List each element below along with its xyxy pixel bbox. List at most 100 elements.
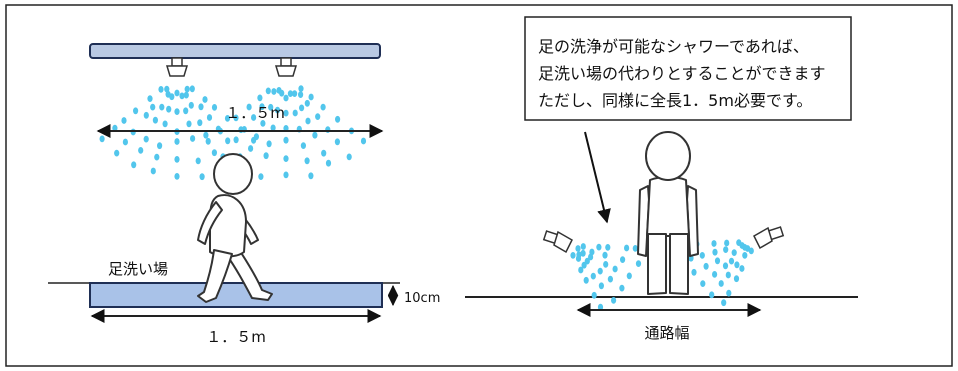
water-droplet [265, 87, 271, 95]
water-droplet [605, 244, 611, 251]
water-droplet [712, 271, 718, 278]
water-droplet [612, 265, 618, 273]
water-droplet [166, 105, 172, 113]
water-droplet [158, 86, 164, 93]
water-droplet [133, 107, 139, 115]
water-droplet [581, 261, 587, 269]
water-droplet [183, 91, 189, 99]
water-droplet [624, 244, 630, 252]
spray-droplets-floor-left [570, 243, 642, 311]
water-droplet [725, 271, 731, 279]
water-droplet [165, 90, 171, 98]
water-droplet [739, 265, 745, 272]
water-droplet [233, 136, 239, 144]
water-droplet [619, 284, 625, 292]
nozzle-left [165, 57, 189, 77]
water-droplet [147, 95, 153, 102]
water-droplet [138, 147, 144, 154]
water-droplet [620, 256, 626, 263]
water-droplet [305, 117, 311, 125]
water-droplet [266, 140, 272, 148]
note-line-1: 足の洗浄が可能なシャワーであれば、 [538, 37, 809, 56]
note-line-2: 足洗い場の代わりとすることができます [538, 64, 826, 83]
water-droplet [321, 149, 327, 157]
water-droplet [632, 245, 638, 252]
overhead-pipe [89, 43, 381, 59]
water-droplet [591, 291, 597, 299]
water-droplet [122, 138, 128, 146]
water-droplet [588, 253, 594, 261]
water-droplet [179, 92, 185, 100]
top-width-label: １．５m [225, 104, 285, 122]
water-droplet [626, 272, 632, 280]
water-droplet [724, 239, 730, 247]
water-droplet [152, 116, 158, 124]
water-droplet [731, 249, 737, 256]
water-droplet [287, 90, 293, 97]
depth-label: 10cm [404, 291, 440, 306]
water-droplet [174, 173, 180, 180]
water-droplet [308, 172, 314, 180]
water-droplet [283, 155, 289, 163]
water-droplet [211, 149, 217, 157]
water-droplet [162, 120, 168, 128]
water-droplet [709, 291, 715, 299]
water-droplet [258, 173, 264, 181]
spray-droplets-floor-right [682, 239, 754, 307]
spray-droplets-right [205, 85, 367, 181]
water-droplet [346, 153, 352, 161]
water-droplet [723, 246, 729, 254]
water-droplet [714, 257, 721, 265]
water-droplet [699, 252, 705, 259]
water-droplet [274, 106, 281, 114]
water-droplet [590, 272, 596, 280]
bottom-width-label: １．５m [206, 328, 266, 346]
water-droplet [257, 94, 263, 102]
water-droplet [157, 142, 163, 150]
water-droplet [583, 276, 589, 284]
water-droplet [308, 93, 314, 101]
note-box [524, 16, 852, 121]
water-droplet [598, 282, 605, 290]
water-droplet [263, 152, 269, 160]
water-droplet [611, 297, 617, 304]
footbath-label: 足洗い場 [108, 260, 168, 278]
water-droplet [570, 252, 576, 259]
water-droplet [283, 136, 289, 144]
water-droplet [736, 239, 742, 247]
water-droplet [300, 142, 306, 150]
water-droplet [246, 103, 252, 111]
water-droplet [334, 138, 340, 146]
water-droplet [259, 103, 265, 111]
water-droplet [203, 131, 209, 139]
water-droplet [304, 157, 310, 165]
water-droplet [283, 94, 289, 102]
water-droplet [315, 113, 321, 120]
water-droplet [298, 91, 304, 98]
water-droplet [131, 161, 137, 169]
water-droplet [174, 89, 180, 97]
water-droplet [205, 137, 211, 145]
water-droplet [691, 268, 697, 276]
water-droplet [197, 119, 203, 127]
water-droplet [253, 133, 259, 141]
water-droplet [190, 135, 196, 142]
water-droplet [292, 109, 298, 117]
water-droplet [150, 103, 156, 111]
nozzle-right [274, 57, 298, 77]
water-droplet [121, 117, 127, 124]
water-droplet [733, 275, 740, 283]
water-droplet [580, 249, 586, 257]
water-droplet [607, 275, 614, 283]
water-droplet [603, 261, 609, 268]
water-droplet [283, 109, 289, 117]
water-droplet [186, 120, 192, 128]
water-droplet [299, 104, 305, 112]
water-droplet [726, 289, 732, 297]
right-panel: 足の洗浄が可能なシャワーであれば、 足洗い場の代わりとすることができます ただし… [465, 16, 858, 342]
water-droplet [575, 255, 582, 262]
water-droplet [597, 267, 603, 275]
water-droplet [320, 103, 326, 111]
